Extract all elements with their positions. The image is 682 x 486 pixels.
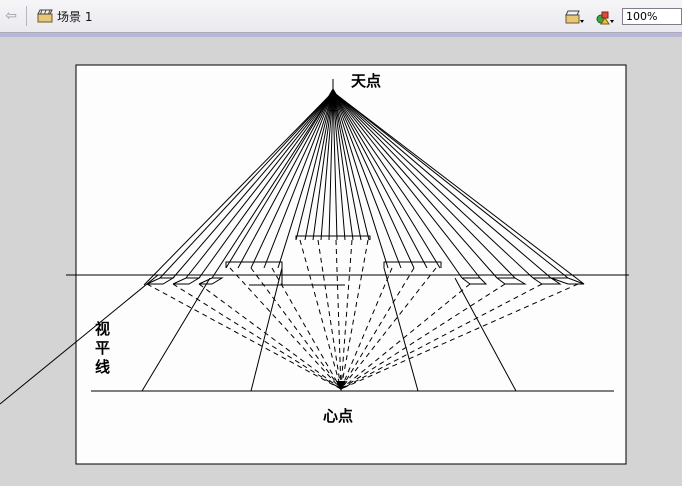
scene-label: 场景 1: [57, 10, 93, 24]
sky-point-label: 天点: [351, 72, 382, 90]
toolbar-separator: [26, 6, 27, 26]
center-point-label: 心点: [323, 407, 354, 425]
clapperboard-icon: [37, 9, 53, 23]
edit-symbol-icon[interactable]: [595, 9, 615, 25]
sky-point-marker: [326, 88, 340, 100]
back-arrow-icon[interactable]: ⇦: [5, 8, 17, 24]
diagonal-guide: [0, 274, 159, 405]
edit-scene-icon[interactable]: [565, 9, 585, 25]
center-point-marker: [336, 381, 346, 391]
horizon-line-label: 视 平 线: [95, 320, 111, 376]
timeline-toolbar: ⇦ 场景 1 100%: [0, 0, 682, 37]
zoom-select[interactable]: 100%: [622, 8, 682, 25]
